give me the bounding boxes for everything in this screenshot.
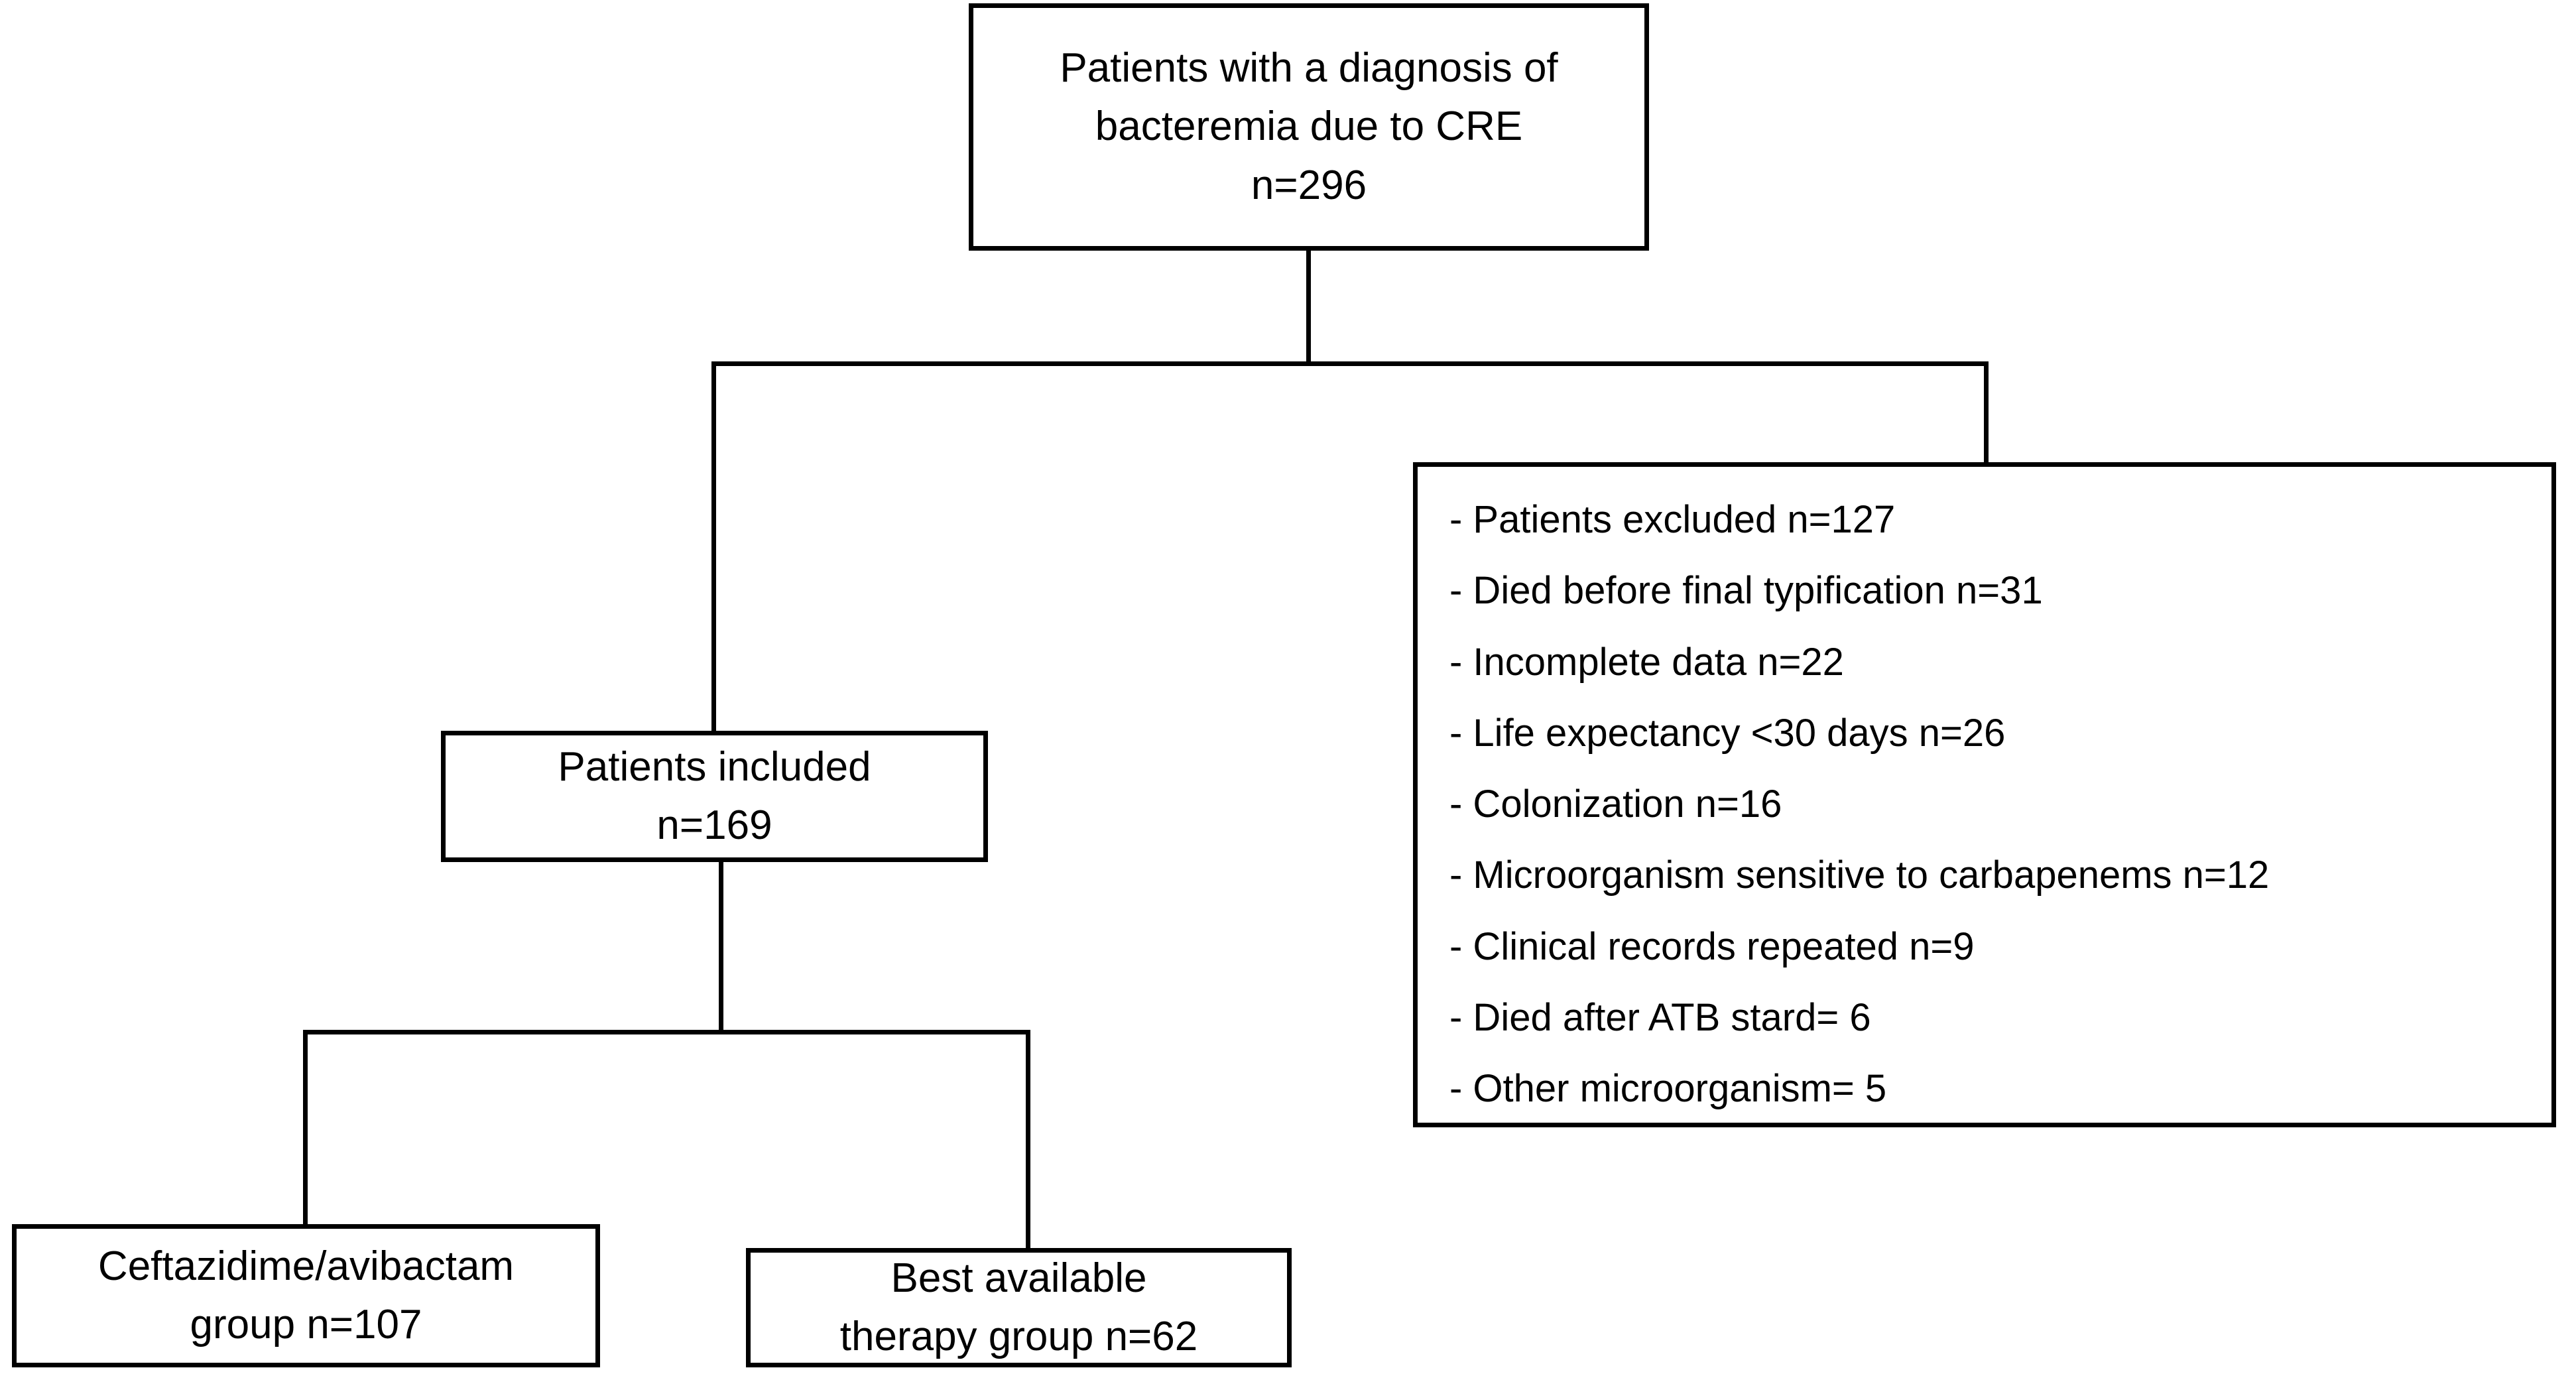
- exclusion-item: - Patients excluded n=127: [1449, 498, 1896, 541]
- node-patients-included: Patients included n=169: [441, 731, 988, 862]
- node-ceftazidime-line-1: Ceftazidime/avibactam: [97, 1243, 515, 1289]
- node-root-line-1: Patients with a diagnosis of: [1060, 45, 1558, 92]
- exclusion-item: - Died after ATB stard= 6: [1449, 995, 1871, 1039]
- exclusion-item: - Colonization n=16: [1449, 782, 1782, 826]
- connector-to-best-available-therapy: [1026, 1030, 1030, 1250]
- node-best-available-therapy-line-1: Best available: [890, 1255, 1147, 1301]
- connector-to-included: [711, 361, 716, 733]
- connector-to-excluded: [1984, 361, 1989, 464]
- node-best-available-therapy-group: Best available therapy group n=62: [746, 1248, 1292, 1367]
- node-included-line-1: Patients included: [558, 743, 871, 790]
- node-root-population: Patients with a diagnosis of bacteremia …: [969, 3, 1649, 251]
- node-ceftazidime-avibactam-group: Ceftazidime/avibactam group n=107: [12, 1224, 600, 1367]
- connector-lower-branch-bar: [303, 1030, 1030, 1034]
- connector-to-ceftazidime: [303, 1030, 308, 1226]
- node-root-line-2: bacteremia due to CRE: [1095, 103, 1523, 150]
- node-patients-excluded: - Patients excluded n=127 - Died before …: [1413, 462, 2556, 1127]
- exclusion-item: - Microorganism sensitive to carbapenems…: [1449, 853, 2270, 897]
- node-ceftazidime-line-2: group n=107: [190, 1302, 422, 1347]
- exclusion-item: - Incomplete data n=22: [1449, 640, 1844, 684]
- connector-root-stem: [1306, 251, 1311, 366]
- connector-root-branch-bar: [711, 361, 1989, 366]
- node-root-line-3: n=296: [1251, 162, 1367, 208]
- exclusion-item: - Other microorganism= 5: [1449, 1067, 1887, 1111]
- exclusion-item: - Died before final typification n=31: [1449, 569, 2043, 613]
- node-included-line-2: n=169: [656, 802, 772, 848]
- connector-included-stem: [719, 862, 723, 1034]
- exclusion-item: - Clinical records repeated n=9: [1449, 924, 1975, 968]
- exclusion-item: - Life expectancy <30 days n=26: [1449, 711, 2006, 755]
- node-best-available-therapy-line-2: therapy group n=62: [839, 1314, 1198, 1359]
